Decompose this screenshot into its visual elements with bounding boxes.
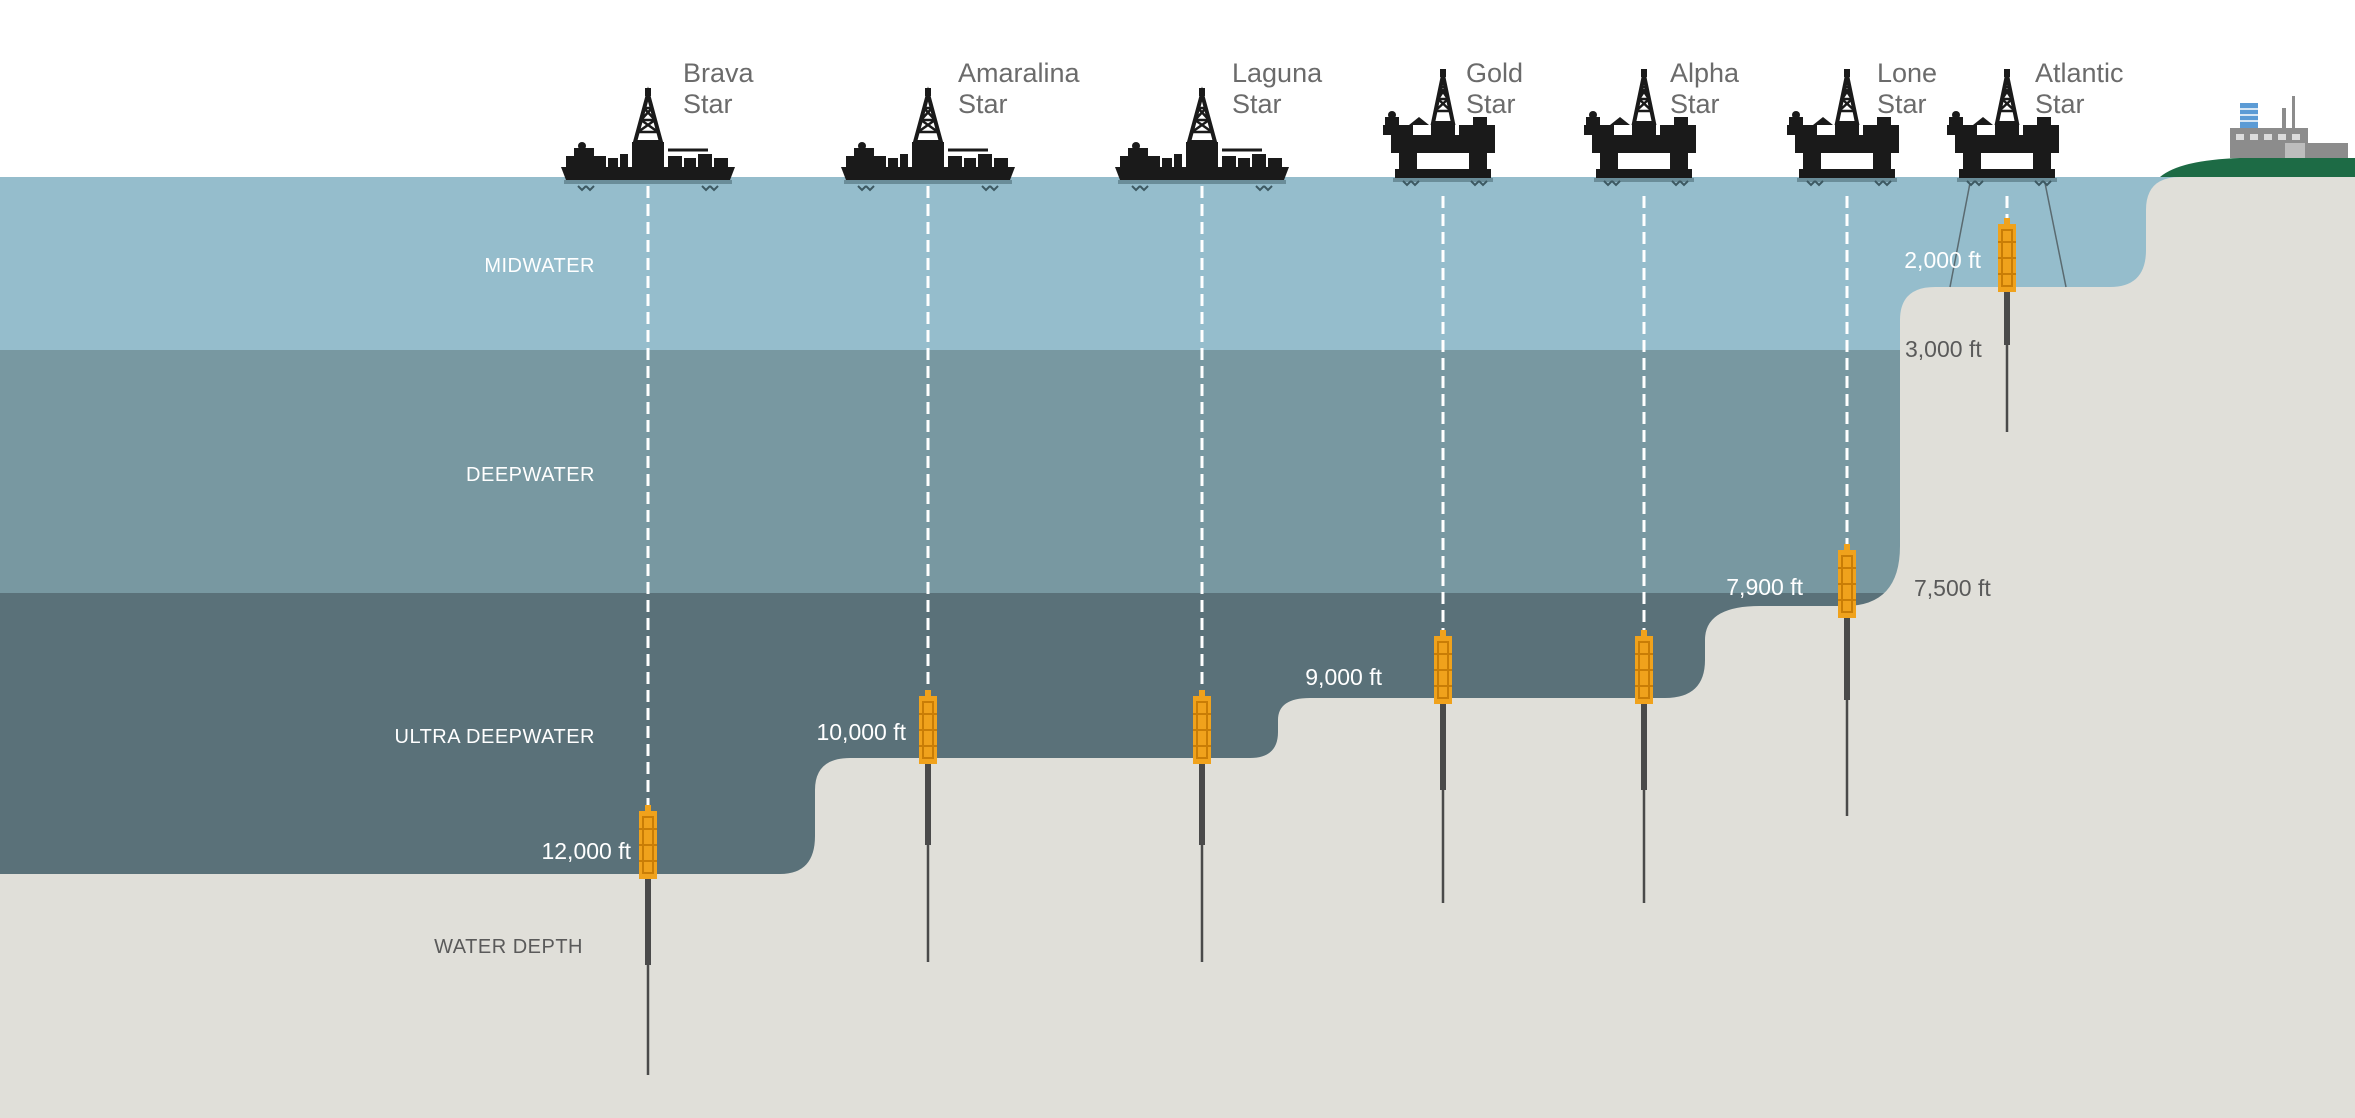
- rig-name: Star: [1877, 89, 1927, 119]
- rig-name: Star: [958, 89, 1008, 119]
- rig-lone-star: Lone Star 7,900 ft: [1726, 58, 1937, 816]
- rig-name: Laguna: [1232, 58, 1323, 88]
- rig-name: Alpha: [1670, 58, 1740, 88]
- rig-name: Star: [1466, 89, 1516, 119]
- rig-depth-label: 12,000 ft: [541, 838, 631, 864]
- blowout-preventer-icon: [1433, 629, 1453, 705]
- blowout-preventer-icon: [1192, 689, 1212, 765]
- rig-name: Atlantic: [2035, 58, 2124, 88]
- rig-depth-label: 9,000 ft: [1305, 664, 1382, 690]
- rig-depth-label: 7,900 ft: [1726, 574, 1803, 600]
- blowout-preventer-icon: [1997, 217, 2017, 293]
- zone-label-ultra-deepwater: ULTRA DEEPWATER: [395, 726, 596, 748]
- zone-label-deepwater: DEEPWATER: [466, 464, 595, 486]
- zone-label-midwater: MIDWATER: [484, 255, 595, 277]
- midwater-layer: [0, 177, 2180, 350]
- shore-facility-icon: [2160, 96, 2355, 177]
- rig-amaralina-star: Amaralina Star 10,000 ft: [816, 58, 1081, 962]
- zone-label-water-depth: WATER DEPTH: [434, 936, 583, 958]
- rig-name: Star: [1232, 89, 1282, 119]
- mooring-line: [2044, 182, 2067, 288]
- rig-laguna-star: Laguna Star: [1113, 58, 1323, 962]
- zone-boundary-ultra-deepwater: 7,500 ft: [1914, 575, 1991, 601]
- rig-name: Gold: [1466, 58, 1523, 88]
- rig-alpha-star: Alpha Star: [1582, 58, 1740, 903]
- mooring-line: [1949, 182, 1971, 288]
- rig-name: Star: [2035, 89, 2085, 119]
- blowout-preventer-icon: [1634, 629, 1654, 705]
- rig-depth-label: 10,000 ft: [816, 719, 906, 745]
- rig-brava-star: Brava Star 12,000 ft: [541, 58, 755, 1075]
- rig-name: Star: [1670, 89, 1720, 119]
- rig-atlantic-star: Atlantic Star 2,000 ft: [1904, 58, 2124, 432]
- rig-name: Brava: [683, 58, 755, 88]
- rigs: Brava Star 12,000 ft Amaralina Star 10,0…: [541, 58, 2124, 1075]
- rig-gold-star: Gold Star 9,000 ft: [1305, 58, 1523, 903]
- rig-depth-label: 2,000 ft: [1904, 247, 1981, 273]
- rig-name: Lone: [1877, 58, 1937, 88]
- blowout-preventer-icon: [638, 804, 658, 880]
- zone-boundary-deepwater: 3,000 ft: [1905, 336, 1982, 362]
- blowout-preventer-icon: [918, 689, 938, 765]
- rig-name: Amaralina: [958, 58, 1081, 88]
- blowout-preventer-icon: [1837, 543, 1857, 619]
- deepwater-layer: [0, 350, 2180, 593]
- rig-name: Star: [683, 89, 733, 119]
